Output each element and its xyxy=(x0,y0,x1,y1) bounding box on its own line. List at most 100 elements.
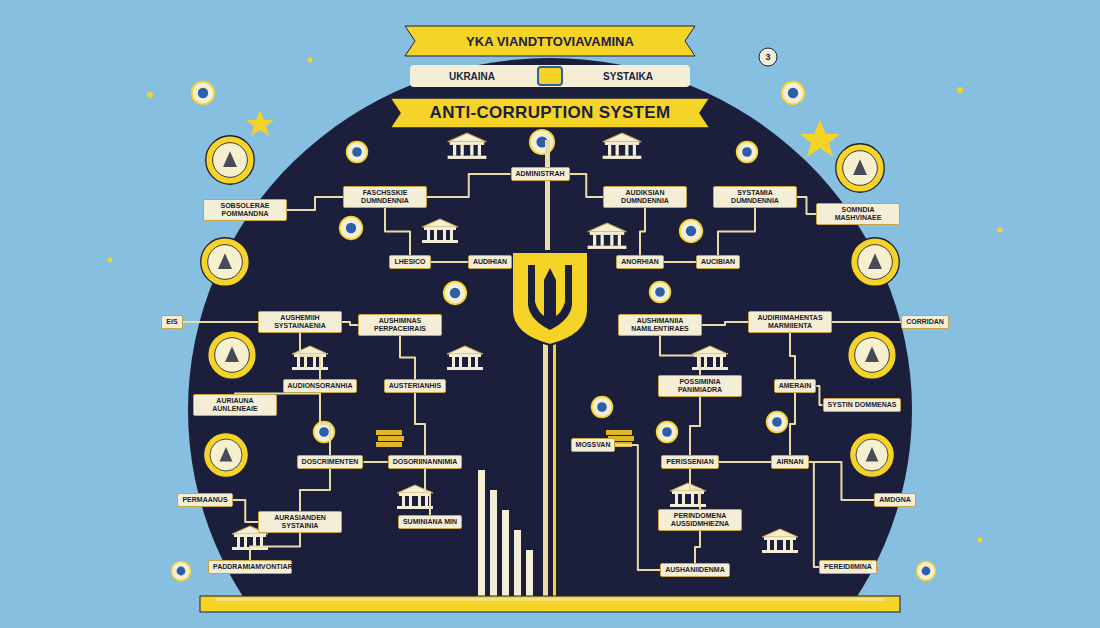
box-text: SUMINIANA MIN xyxy=(403,518,457,526)
connector-line xyxy=(719,461,772,463)
box-text: LHESICO xyxy=(394,258,425,266)
box-text: AUSHIMANIIA NAMILENTIRAES xyxy=(623,317,697,333)
decor-use xyxy=(692,346,728,370)
decor-rect xyxy=(526,550,533,596)
box-text: DOSCRIMENTEN xyxy=(302,458,359,466)
box-text: ANORHIAN xyxy=(621,258,659,266)
agency-box: PERISSENIAN xyxy=(661,455,718,469)
agency-box: PERINDOMENA AUSSIDMHIEZNA xyxy=(658,509,742,531)
decor-rect xyxy=(378,436,404,441)
decor-use xyxy=(657,422,678,443)
box-text: FASCHSSKIE DUMNDENNIA xyxy=(348,189,422,205)
decor-use xyxy=(762,529,798,553)
agency-box: ADMINISTRAH xyxy=(511,167,570,181)
base-bar xyxy=(200,596,900,612)
decor-use xyxy=(444,282,467,305)
connector-line xyxy=(363,461,387,463)
decor-use xyxy=(650,282,671,303)
agency-box: AMDGNA xyxy=(874,493,916,507)
box-text: POSSIMINIA PANIMIADRA xyxy=(663,378,737,394)
decor-rect xyxy=(200,596,900,612)
decor-path xyxy=(405,26,695,56)
decor-use xyxy=(782,82,805,105)
connector-line xyxy=(809,462,819,567)
agency-box: SOBSOLERAE POMMANDNA xyxy=(203,199,287,221)
agency-box: FASCHSSKIE DUMNDENNIA xyxy=(343,186,427,208)
connector-line xyxy=(640,208,645,255)
decor-use xyxy=(836,144,885,193)
decor-rect xyxy=(543,340,548,596)
decor-circle xyxy=(308,58,313,63)
box-text: SYSTAMIA DUMNDENNIA xyxy=(718,189,792,205)
agency-box: DOSORIINANNIMIA xyxy=(388,455,463,469)
box-text: PERINDOMENA AUSSIDMHIEZNA xyxy=(663,512,737,528)
box-text: AURASIANDEN SYSTAINIA xyxy=(263,514,337,530)
decor-use xyxy=(204,433,249,478)
decor-circle xyxy=(957,87,963,93)
decor-use xyxy=(347,142,368,163)
connector-line xyxy=(233,500,258,522)
decor-rect xyxy=(490,490,497,596)
box-text: AUDIRIIMAHENTAS MARMIIENTA xyxy=(753,314,827,330)
decor-use xyxy=(206,136,255,185)
decor-use xyxy=(767,412,788,433)
connector-line xyxy=(690,397,700,455)
box-text: AMDGNA xyxy=(879,496,911,504)
top-banner xyxy=(390,26,777,128)
decor-polygon xyxy=(246,110,274,136)
banner-label: YKA VIANDTTOVIAVAMINA xyxy=(466,34,634,49)
connector-line xyxy=(570,174,604,197)
connector-line xyxy=(342,322,358,325)
decor-use xyxy=(192,82,215,105)
connector-line xyxy=(400,336,415,379)
decor-use xyxy=(447,346,483,370)
agency-box: SYSTAMIA DUMNDENNIA xyxy=(713,186,797,208)
connector-line xyxy=(250,533,300,560)
connector-line xyxy=(425,469,430,515)
box-text: ADMINISTRAH xyxy=(516,170,565,178)
connector-line xyxy=(690,469,700,509)
agency-box: AUDIKSIAN DUMNDENNIA xyxy=(603,186,687,208)
decor-rect xyxy=(545,140,550,250)
box-text: AUSHIMNAS PERPACEIRAIS xyxy=(363,317,437,333)
trident-shield xyxy=(512,252,588,345)
box-text: AIRNAN xyxy=(776,458,803,466)
connector-line xyxy=(664,261,696,263)
banner-label: SYSTAIKA xyxy=(603,71,653,82)
box-text: AUDIONSORANHIA xyxy=(288,382,353,390)
box-text: AUSTERIANHIS xyxy=(389,382,442,390)
connector-line xyxy=(790,393,795,455)
dark-dome xyxy=(188,58,912,598)
central-trunk xyxy=(478,140,556,596)
decor-rect xyxy=(376,442,402,447)
box-text: PADDRAMIAMVONTIARIA xyxy=(213,563,287,571)
title-ribbon-text: ANTI-CORRUPTION SYSTEM xyxy=(430,103,671,123)
connector-line xyxy=(431,261,468,263)
box-text: AUDIKSIAN DUMNDENNIA xyxy=(608,189,682,205)
decor-use xyxy=(201,238,250,287)
agency-box: MOSSVAN xyxy=(571,438,616,452)
connector-line xyxy=(702,322,748,325)
decor-circle xyxy=(998,228,1003,233)
box-text: PEREIDIIMINA xyxy=(824,563,872,571)
agency-box: AURIAUNA AUNLENEAIE xyxy=(193,394,277,416)
decor-circle xyxy=(978,538,983,543)
connector-line xyxy=(183,321,258,323)
connector-line xyxy=(816,386,822,405)
banner-label: 3 xyxy=(765,52,770,62)
decor-rect xyxy=(553,340,556,596)
decor-ellipse xyxy=(188,58,912,598)
decor-use xyxy=(603,133,642,159)
decor-use xyxy=(340,217,363,240)
decor-rect xyxy=(538,67,562,85)
agency-box: AUDIONSORANHIA xyxy=(283,379,358,393)
agency-box: SUMINIANA MIN xyxy=(398,515,462,529)
box-text: PERMAANUS xyxy=(182,496,227,504)
box-text: AMERAIN xyxy=(779,382,812,390)
inner-badges xyxy=(314,130,788,443)
agency-box: CORRIDAN xyxy=(901,315,949,329)
connector-line xyxy=(320,393,330,455)
agency-box: LHESICO xyxy=(389,255,430,269)
connector-line xyxy=(797,197,816,214)
